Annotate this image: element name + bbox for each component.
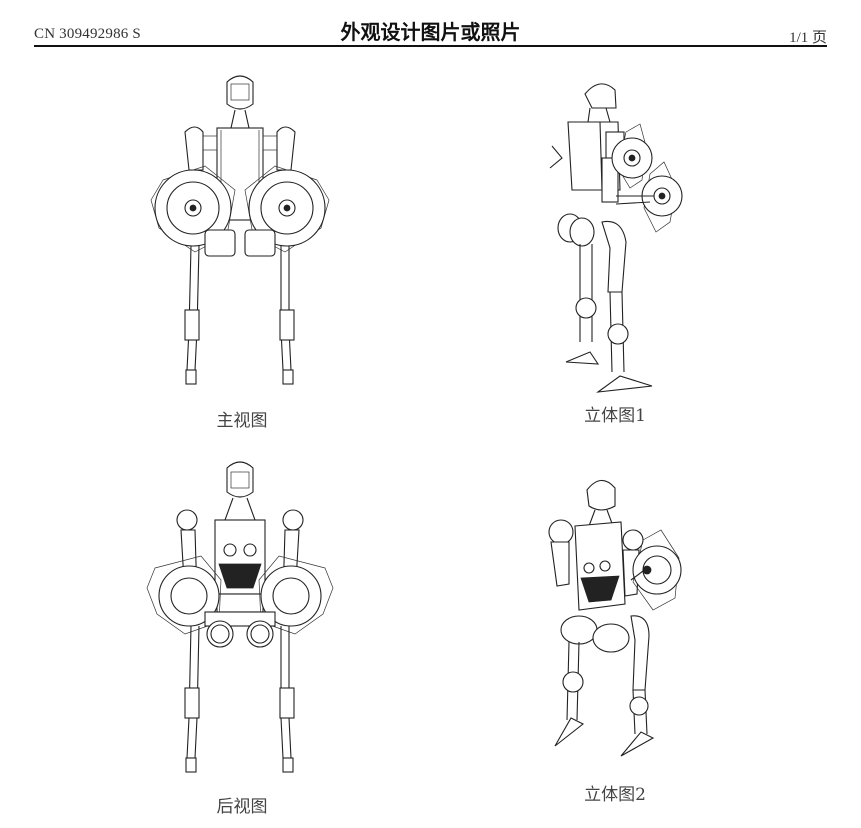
- caption-rear-view: 后视图: [216, 797, 268, 817]
- page-title: 外观设计图片或照片: [340, 20, 521, 44]
- document-id: CN 309492986 S: [34, 26, 141, 42]
- page-number: 1/1 页: [789, 30, 827, 46]
- robot-iso1-drawing: [549, 83, 683, 393]
- caption-iso-view-2: 立体图2: [584, 785, 646, 805]
- caption-iso-view-1: 立体图1: [584, 406, 646, 426]
- figure-iso-view-2: [535, 470, 695, 760]
- robot-iso2-drawing: [548, 479, 682, 757]
- header-divider: [34, 45, 827, 47]
- figure-rear-view: [145, 458, 335, 788]
- robot-rear-drawing: [146, 461, 334, 773]
- caption-front-view: 主视图: [216, 411, 268, 431]
- figure-iso-view-1: [540, 72, 690, 402]
- robot-front-drawing: [150, 75, 330, 385]
- page-header: CN 309492986 S 外观设计图片或照片 1/1 页: [34, 14, 827, 46]
- figure-front-view: [145, 70, 335, 400]
